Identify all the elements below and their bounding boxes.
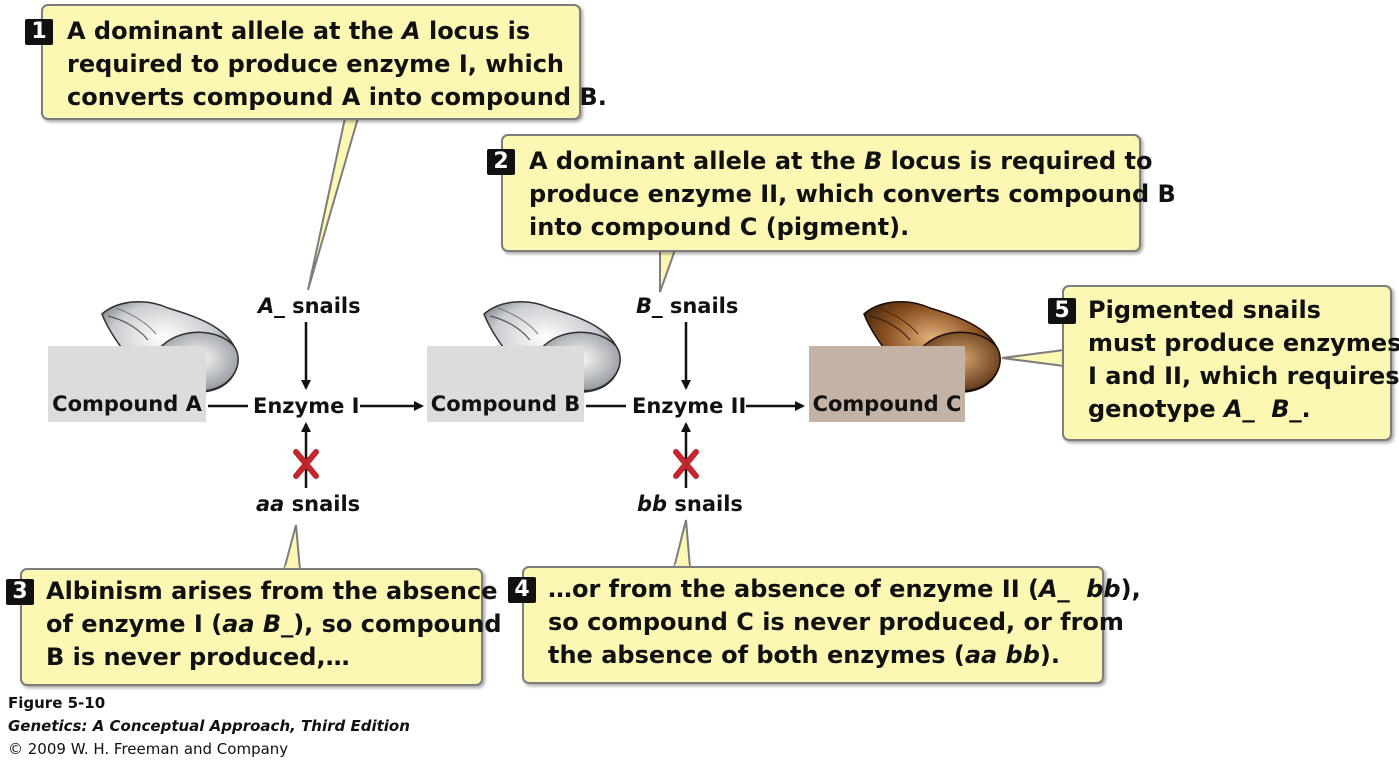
step-number-3: 3 <box>6 579 34 605</box>
callout-line: required to produce enzyme I, which <box>67 50 565 78</box>
callout-5: 5 Pigmented snails must produce enzymes I … <box>1048 285 1399 441</box>
callout-line: converts compound A into compound B. <box>67 83 607 111</box>
callout-line: I and II, which requires <box>1088 362 1399 390</box>
callout-5-pointer <box>1001 348 1065 368</box>
callout-4-text: …or from the absence of enzyme II (A_ bb… <box>548 573 1141 672</box>
callout-line: of enzyme I (aa B_), so compound <box>46 610 502 638</box>
callout-line: genotype A_ B_. <box>1088 395 1311 423</box>
callout-2-text: A dominant allele at the B locus is requ… <box>529 145 1176 244</box>
enzyme-1-label: Enzyme I <box>253 394 360 418</box>
callout-1-pointer <box>307 117 360 291</box>
blocked-x-icon <box>293 449 319 479</box>
step-number-1: 1 <box>25 19 53 45</box>
bb-snails-label: bb snails <box>637 492 743 516</box>
callout-1: 1 A dominant allele at the A locus is req… <box>25 4 607 120</box>
callout-line: A dominant allele at the B locus is requ… <box>529 147 1153 175</box>
callout-4: 4 …or from the absence of enzyme II (A_ … <box>508 566 1141 684</box>
b-dominant-snails-label: B_ snails <box>636 294 739 318</box>
aa-snails-label: aa snails <box>256 492 361 516</box>
figure-number: Figure 5-10 <box>8 694 106 712</box>
callout-line: Pigmented snails <box>1088 296 1321 324</box>
step-number-2: 2 <box>487 149 515 175</box>
callout-line: Albinism arises from the absence <box>46 577 498 605</box>
copyright: © 2009 W. H. Freeman and Company <box>8 740 289 758</box>
callout-line: A dominant allele at the A locus is <box>67 17 531 45</box>
callout-3: 3 Albinism arises from the absence of enz… <box>6 568 502 686</box>
step-number-4: 4 <box>508 577 536 603</box>
callout-5-text: Pigmented snails must produce enzymes I an… <box>1088 294 1399 426</box>
callout-4-pointer <box>672 519 692 569</box>
compound-a-label: Compound A <box>52 392 202 416</box>
callout-line: so compound C is never produced, or from <box>548 608 1124 636</box>
callout-line: produce enzyme II, which converts compou… <box>529 180 1176 208</box>
compound-a-box: Compound A <box>48 346 206 422</box>
blocked-x-icon <box>673 449 699 479</box>
callout-2: 2 A dominant allele at the B locus is re… <box>487 134 1176 252</box>
book-title: Genetics: A Conceptual Approach, Third E… <box>8 717 410 735</box>
callout-3-text: Albinism arises from the absence of enzym… <box>46 575 502 674</box>
compound-c-box: Compound C <box>809 346 965 422</box>
callout-line: …or from the absence of enzyme II (A_ bb… <box>548 575 1141 603</box>
callout-line: the absence of both enzymes (aa bb). <box>548 641 1061 669</box>
enzyme-2-label: Enzyme II <box>632 394 747 418</box>
callout-line: must produce enzymes <box>1088 329 1399 357</box>
a-dominant-snails-label: A_ snails <box>258 294 361 318</box>
compound-b-label: Compound B <box>430 392 581 416</box>
step-number-5: 5 <box>1048 298 1076 324</box>
callout-line: B is never produced,… <box>46 643 350 671</box>
compound-c-label: Compound C <box>812 392 962 416</box>
callout-3-pointer <box>282 524 302 571</box>
callout-line: into compound C (pigment). <box>529 213 910 241</box>
callout-1-text: A dominant allele at the A locus is requi… <box>67 15 607 114</box>
callout-2-pointer <box>659 249 677 293</box>
compound-b-box: Compound B <box>427 346 584 422</box>
